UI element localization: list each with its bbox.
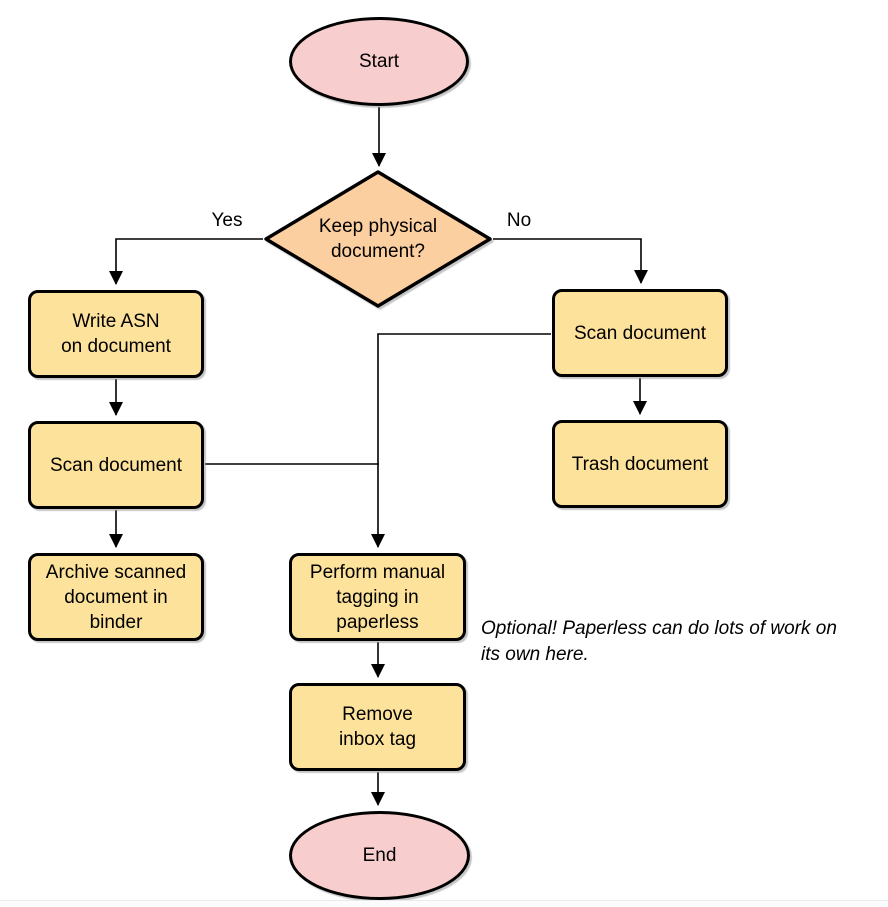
manual-tagging-label: Perform manual tagging in paperless: [309, 561, 446, 633]
scan-document-right-label: Scan document: [573, 322, 707, 344]
scan-document-right-node: Scan document: [552, 289, 728, 377]
write-asn-label: Write ASN on document: [61, 311, 171, 357]
archive-label: Archive scanned document in binder: [45, 561, 187, 633]
edge-label-yes: Yes: [211, 210, 243, 231]
edge-decision-no-to-scan-right: [493, 238, 648, 284]
remove-inbox-tag-node: Remove inbox tag: [289, 683, 466, 771]
remove-inbox-tag-label: Remove inbox tag: [338, 704, 417, 750]
end-node: End: [289, 811, 470, 900]
decision-diamond-shape: [264, 170, 492, 308]
start-node: Start: [289, 17, 469, 106]
decision-node: Keep physical document?: [266, 172, 490, 306]
trash-document-label: Trash document: [571, 453, 709, 475]
edge-decision-yes-to-write-asn: [109, 238, 263, 285]
optional-note: Optional! Paperless can do lots of work …: [481, 618, 837, 665]
archive-node: Archive scanned document in binder: [28, 553, 204, 641]
trash-document-node: Trash document: [552, 420, 728, 508]
edge-label-no: No: [506, 210, 532, 231]
bottom-divider: [0, 900, 888, 907]
manual-tagging-node: Perform manual tagging in paperless: [289, 553, 466, 641]
scan-document-left-node: Scan document: [28, 421, 204, 509]
write-asn-node: Write ASN on document: [28, 290, 204, 378]
edge-scan-right-to-tagging: [371, 333, 551, 548]
end-label: End: [362, 845, 397, 866]
start-label: Start: [358, 51, 400, 72]
decision-label: Keep physical document?: [318, 216, 438, 262]
scan-document-left-label: Scan document: [49, 454, 183, 476]
